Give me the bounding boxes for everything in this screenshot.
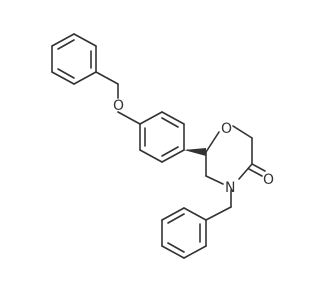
stereo-wedge-bond [184, 148, 206, 156]
top-phenyl-ring [51, 33, 97, 85]
middle-phenylene-ring [139, 111, 185, 163]
ether-oxygen-label: O [113, 98, 124, 114]
n-benzyl-linker [205, 189, 232, 221]
morpholinone-ring [205, 125, 253, 185]
bottom-phenyl-ring [161, 207, 207, 259]
carbonyl-group [248, 163, 266, 177]
ring-oxygen-label: O [221, 121, 232, 137]
ring-nitrogen-label: N [225, 180, 235, 196]
benzyl-ether-linker [95, 71, 141, 125]
molecule-structure: O O N O [51, 33, 274, 259]
carbonyl-oxygen-label: O [263, 172, 274, 188]
